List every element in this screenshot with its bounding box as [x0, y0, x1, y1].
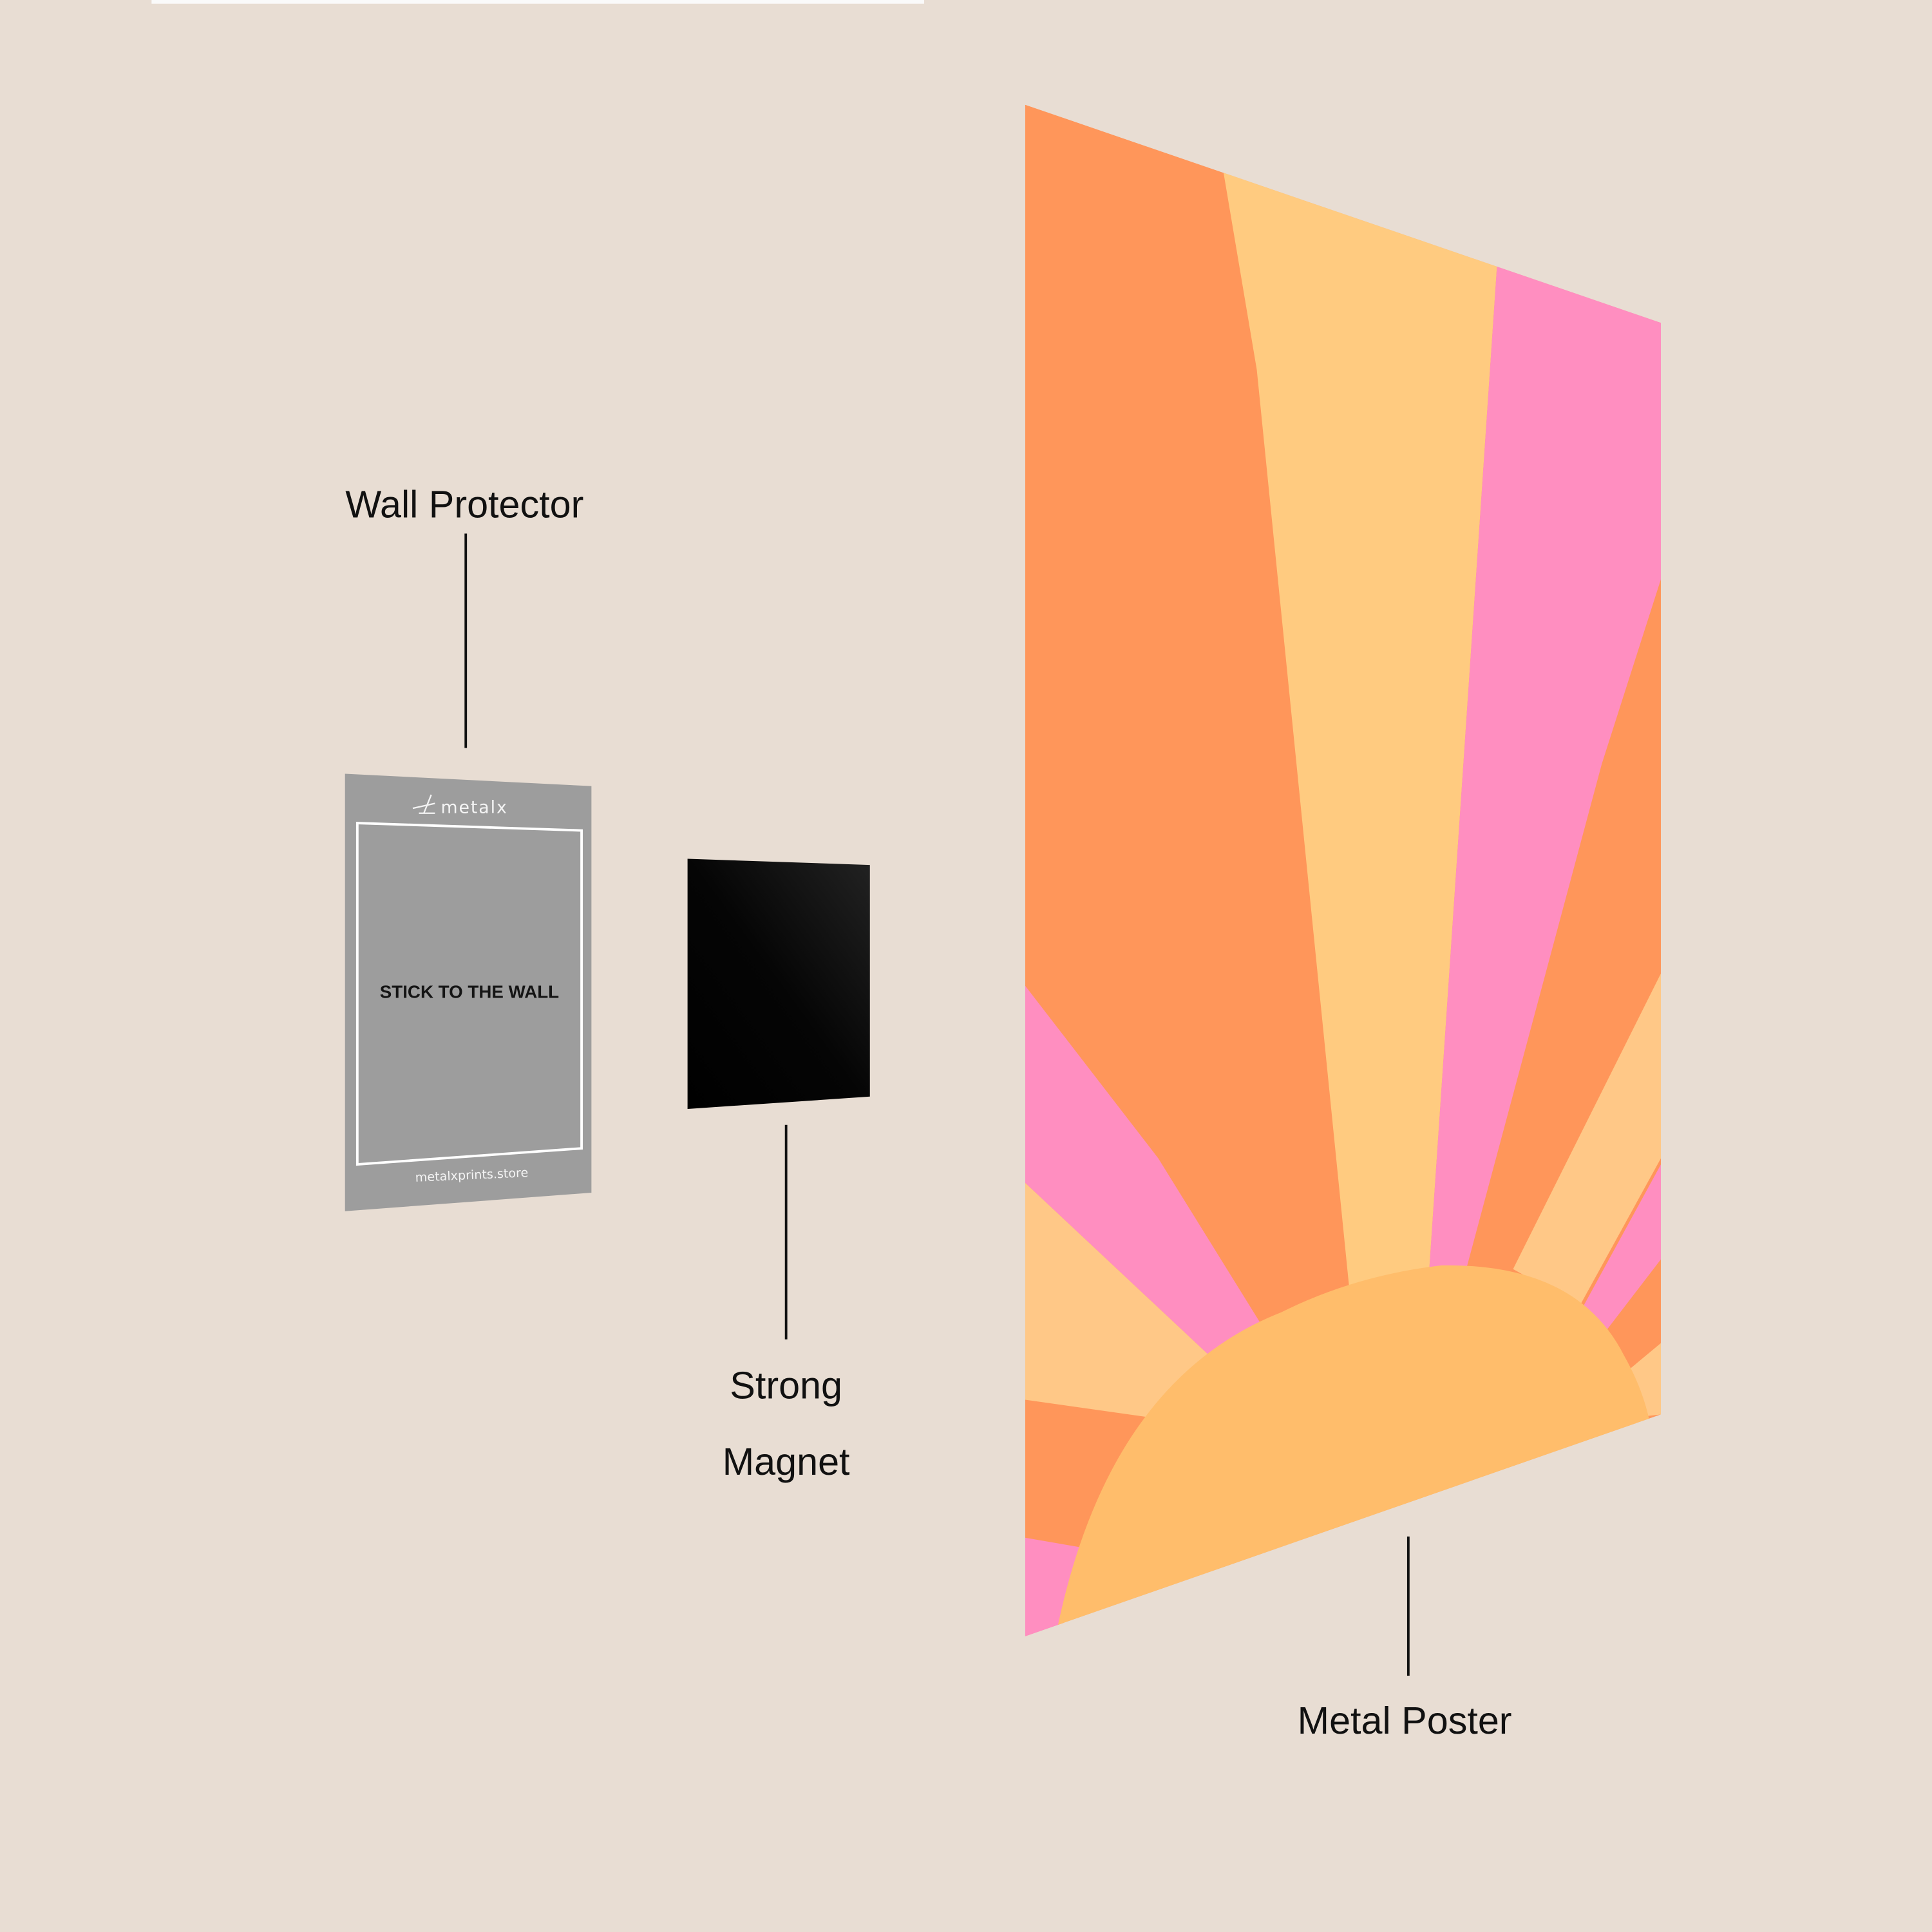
protector-brand: metalx [441, 798, 508, 818]
strong-magnet-label-line2: Magnet [723, 1440, 850, 1483]
metal-poster [1025, 104, 1662, 1636]
poster-ray-pink-left [1025, 985, 1267, 1368]
top-white-strip [151, 0, 924, 4]
wall-protector-card: metalx STICK TO THE WALL metalxprints.st… [345, 773, 592, 1211]
poster-sun [1057, 1265, 1651, 1636]
metal-poster-label: Metal Poster [1298, 1699, 1512, 1742]
poster-ray-yellow [1223, 172, 1497, 1288]
poster-ray-pink-right-small [1582, 1164, 1662, 1334]
protector-instruction: STICK TO THE WALL [380, 982, 559, 1002]
metalx-logo-icon [412, 794, 435, 814]
wall-protector-label: Wall Protector [345, 483, 583, 526]
protector-inner-frame [355, 822, 583, 1166]
poster-ray-pink-right [1429, 265, 1662, 1269]
poster-ray-lightyellow-left [1025, 1182, 1222, 1420]
poster-ray-lightyellow-right [1513, 973, 1662, 1307]
strong-magnet-label-line1: Strong [730, 1364, 842, 1407]
strong-magnet [687, 858, 870, 1109]
